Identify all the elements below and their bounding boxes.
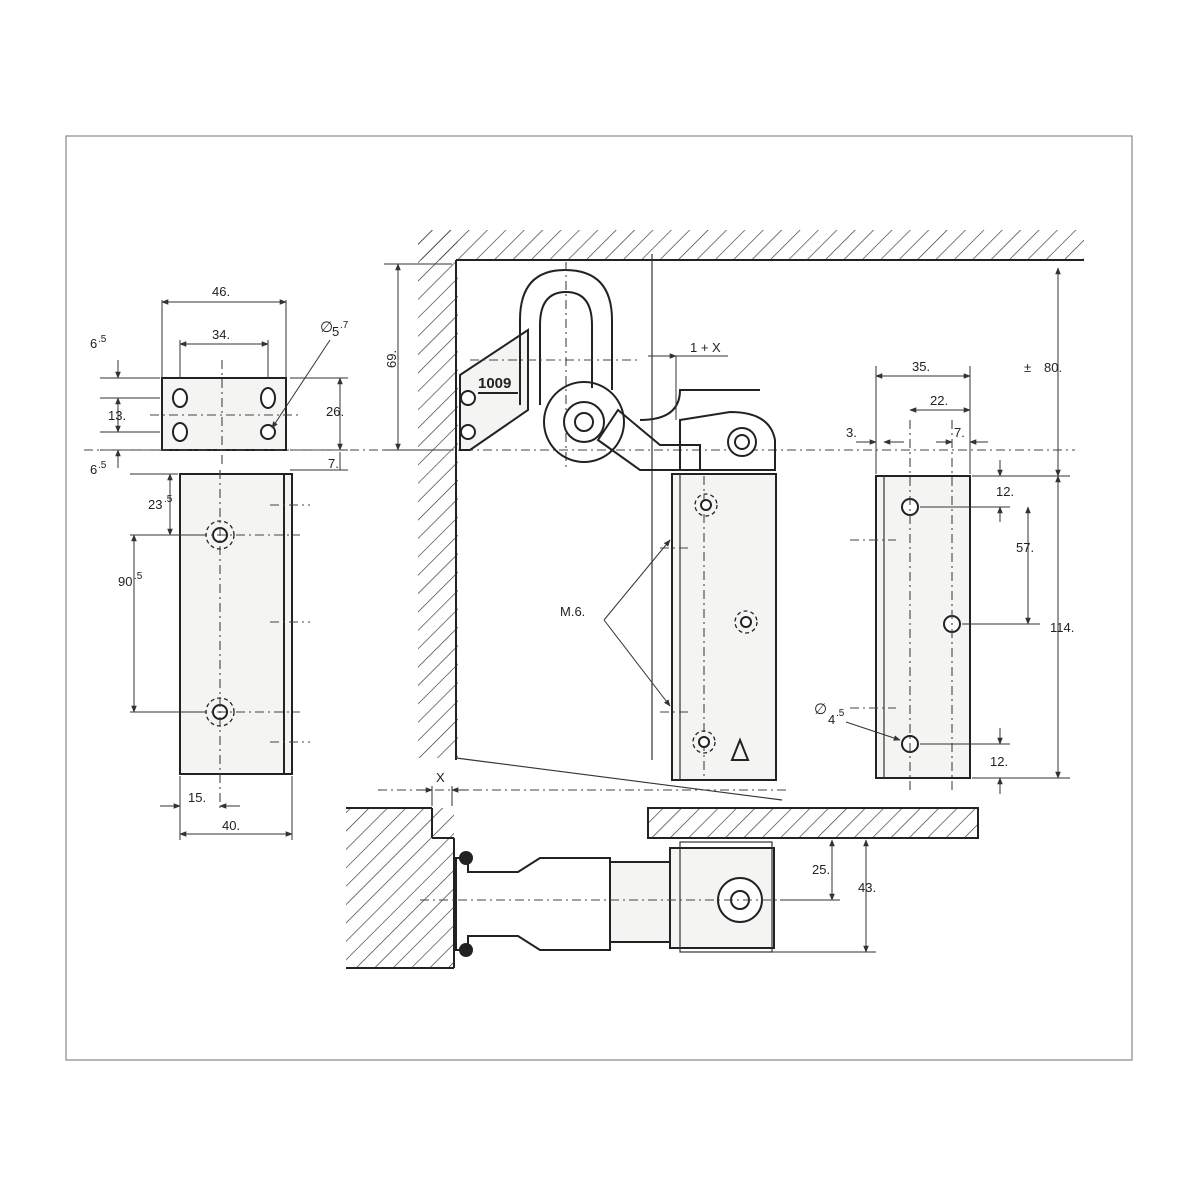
dim-80: 80. bbox=[1044, 360, 1062, 375]
left-bracket-dimensions: 46. 34. ∅ 5 .7 6 .5 13. 6 .5 26. 7. bbox=[90, 284, 349, 477]
left-plate-dimensions: 23 .5 90 .5 15. 40. bbox=[118, 473, 293, 840]
dim-7-left: 7. bbox=[328, 456, 339, 471]
dim-46: 46. bbox=[212, 284, 230, 299]
dim-6-5-top-sup: .5 bbox=[98, 334, 107, 345]
dim-114: 114. bbox=[1050, 620, 1074, 635]
thread-label: M.6. bbox=[560, 604, 585, 619]
dim-6-5-bottom: 6 bbox=[90, 462, 97, 477]
dim-90-5: 90 bbox=[118, 574, 132, 589]
dim-25: 25. bbox=[812, 862, 830, 877]
dim-3: 3. bbox=[846, 425, 857, 440]
right-mounting-plate bbox=[850, 420, 971, 790]
dim-6-5-bottom-sup: .5 bbox=[98, 460, 107, 471]
left-long-plate bbox=[160, 470, 310, 810]
bottom-plan-view bbox=[346, 789, 979, 969]
model-label: 1009 bbox=[478, 375, 511, 392]
right-plate-dimensions: 35. 22. 3. 7. 12. 57. 114. 12. ∅ 4 .5 80… bbox=[814, 267, 1074, 794]
dim-dia-5-7: 5 bbox=[332, 324, 339, 339]
dim-dia-4-5-sup: .5 bbox=[836, 708, 845, 719]
dim-22: 22. bbox=[930, 393, 948, 408]
dim-12-top: 12. bbox=[996, 484, 1014, 499]
dim-dia-5-7-sup: .7 bbox=[340, 320, 349, 331]
dim-69-group: 69. bbox=[384, 263, 452, 451]
clearance-label: 1 + X bbox=[690, 340, 721, 355]
bottom-view-dimensions: X 25. 43. bbox=[416, 770, 876, 953]
mechanism-labels: 1009 1 + X M.6. bbox=[478, 340, 728, 707]
dim-26: 26. bbox=[326, 404, 344, 419]
dim-dia-4-5: 4 bbox=[828, 712, 835, 727]
drawing-frame bbox=[65, 135, 1133, 1061]
dim-15: 15. bbox=[188, 790, 206, 805]
dim-23-5: 23 bbox=[148, 497, 162, 512]
door-frame-wall bbox=[418, 230, 1084, 801]
dim-57: 57. bbox=[1016, 540, 1034, 555]
door-closer-mechanism bbox=[459, 262, 777, 781]
diameter-symbol-left: ∅ bbox=[320, 319, 333, 336]
tolerance-symbol: ± bbox=[1024, 360, 1031, 375]
gap-label: X bbox=[436, 770, 445, 785]
diameter-symbol-right: ∅ bbox=[814, 701, 827, 718]
dim-12-bottom: 12. bbox=[990, 754, 1008, 769]
dim-40: 40. bbox=[222, 818, 240, 833]
dim-13: 13. bbox=[108, 408, 126, 423]
dim-23-5-sup: .5 bbox=[164, 494, 173, 505]
dim-69: 69. bbox=[384, 350, 399, 368]
left-mounting-bracket bbox=[150, 360, 300, 465]
dim-7-right: 7. bbox=[954, 425, 965, 440]
dim-35: 35. bbox=[912, 359, 930, 374]
dim-43: 43. bbox=[858, 880, 876, 895]
dim-34: 34. bbox=[212, 327, 230, 342]
dim-90-5-sup: .5 bbox=[134, 571, 143, 582]
dim-6-5-top: 6 bbox=[90, 336, 97, 351]
